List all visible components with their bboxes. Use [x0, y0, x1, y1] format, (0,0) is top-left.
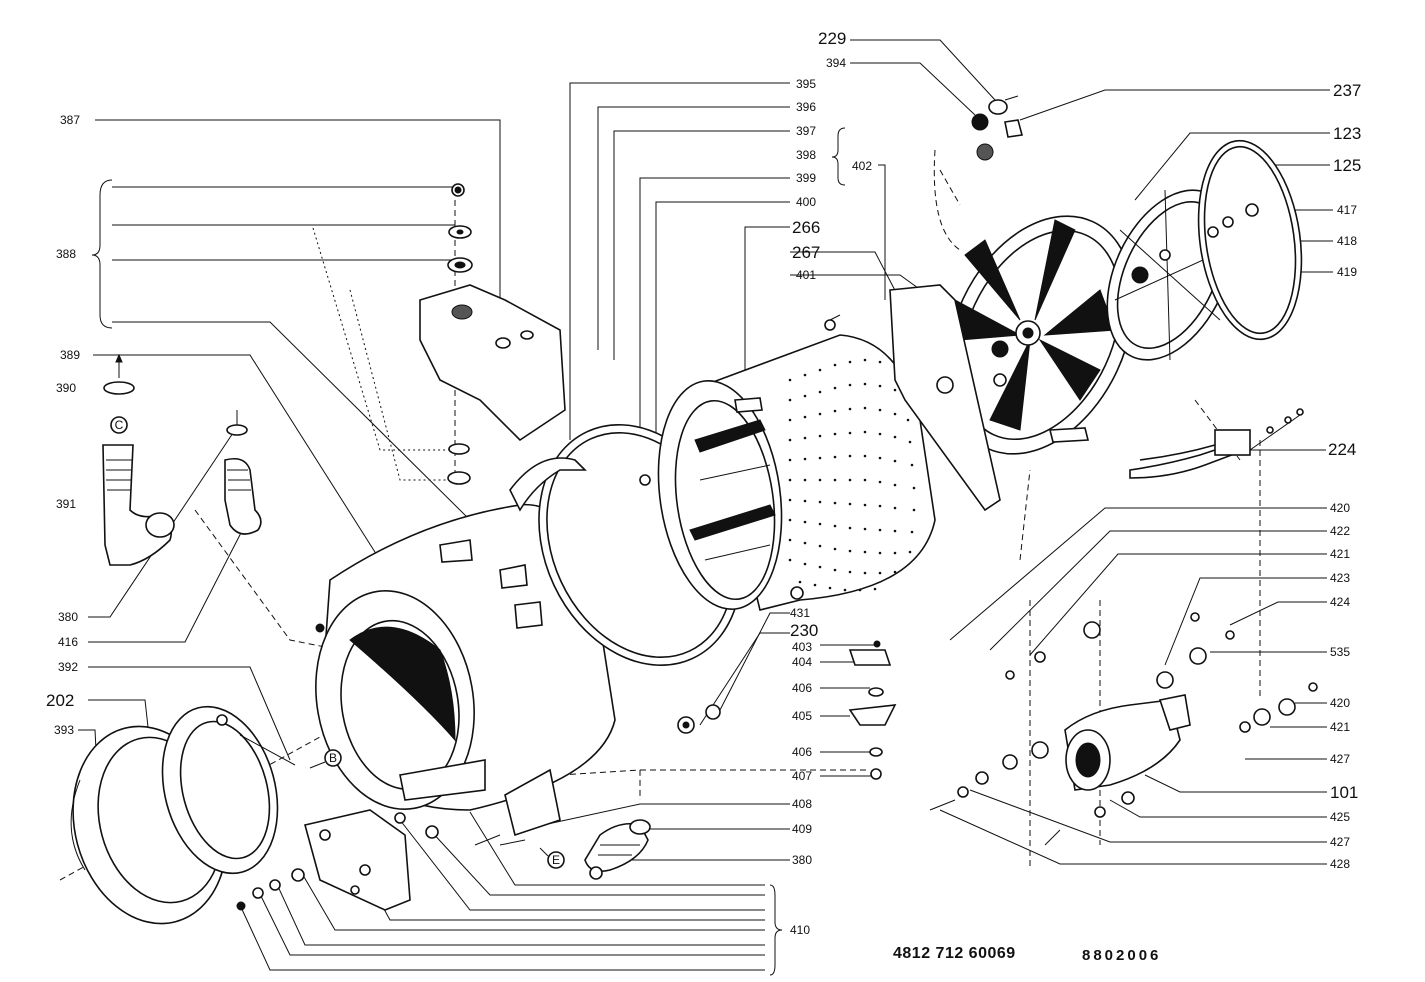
- part-label: 101: [1330, 783, 1358, 802]
- hose-assembly: [102, 353, 262, 566]
- part-label: 407: [792, 769, 812, 783]
- part-label: 427: [1330, 752, 1350, 766]
- part-label: 230: [790, 621, 818, 640]
- part-label: 406: [792, 681, 812, 695]
- part-label: 202: [46, 691, 74, 710]
- part-label: 224: [1328, 440, 1356, 459]
- part-label: 417: [1337, 203, 1357, 217]
- part-label: 424: [1330, 595, 1350, 609]
- part-label: 398: [796, 148, 816, 162]
- part-label: 406: [792, 745, 812, 759]
- sump-part: [504, 768, 561, 837]
- washer-part: [447, 471, 471, 485]
- part-label: 427: [1330, 835, 1350, 849]
- motor-assembly: [929, 612, 1318, 846]
- part-label: 392: [58, 660, 78, 674]
- part-label: 421: [1330, 720, 1350, 734]
- part-label: 387: [60, 113, 80, 127]
- part-label: 396: [796, 100, 816, 114]
- part-label: 408: [792, 797, 812, 811]
- part-label: 391: [56, 497, 76, 511]
- heater-assembly: [1129, 408, 1304, 479]
- part-label: 403: [792, 640, 812, 654]
- sump-hose-part: [224, 457, 262, 535]
- part-label: 400: [796, 195, 816, 209]
- part-label: 422: [1330, 524, 1350, 538]
- part-label: 267: [792, 243, 820, 262]
- marker-e: [547, 851, 565, 869]
- part-label: 380: [792, 853, 812, 867]
- part-label: 420: [1330, 696, 1350, 710]
- hose-clamp-part: [103, 381, 135, 395]
- part-label: 380: [58, 610, 78, 624]
- part-label: 418: [1337, 234, 1357, 248]
- part-label: 419: [1337, 265, 1357, 279]
- part-label: 123: [1333, 124, 1361, 143]
- part-label: 409: [792, 822, 812, 836]
- cross-piece-part: [889, 284, 1001, 512]
- part-label: 535: [1330, 645, 1350, 659]
- part-label: 423: [1330, 571, 1350, 585]
- document-date-code: 8802006: [1082, 947, 1162, 964]
- part-label: 266: [792, 218, 820, 237]
- part-label: 397: [796, 124, 816, 138]
- part-label: 421: [1330, 547, 1350, 561]
- pump-assembly: [499, 819, 651, 880]
- part-label: 404: [792, 655, 812, 669]
- front-bracket: [236, 809, 501, 911]
- part-labels: 387 388 389 390 391 380 416 392 202 393 …: [46, 29, 1361, 937]
- heater-head-part: [1214, 429, 1251, 456]
- front-bracket-part: [304, 809, 411, 911]
- part-label: 420: [1330, 501, 1350, 515]
- part-label: 401: [796, 268, 816, 282]
- marker-c: [110, 416, 128, 434]
- drain-hose-part: [102, 444, 173, 566]
- washer-part: [448, 443, 470, 455]
- part-label: 125: [1333, 156, 1361, 175]
- part-label: 428: [1330, 857, 1350, 871]
- part-label: 394: [826, 56, 846, 70]
- part-label: 395: [796, 77, 816, 91]
- part-label: 389: [60, 348, 80, 362]
- inner-drum: [657, 334, 936, 611]
- part-label: 416: [58, 635, 78, 649]
- pulley-belt-assembly: [1106, 139, 1303, 361]
- tub-lower-parts: [677, 640, 897, 780]
- part-label: 229: [818, 29, 846, 48]
- svg-text:E: E: [552, 853, 560, 867]
- spring-hook-part: [705, 704, 721, 720]
- part-label: 405: [792, 709, 812, 723]
- svg-text:C: C: [115, 418, 124, 432]
- bearing-part: [988, 99, 1008, 115]
- part-label: 388: [56, 247, 76, 261]
- svg-text:B: B: [329, 751, 337, 765]
- part-label: 410: [790, 923, 810, 937]
- counterweight-part: [419, 284, 566, 442]
- part-label: 390: [56, 381, 76, 395]
- part-label: 399: [796, 171, 816, 185]
- part-label: 237: [1333, 81, 1361, 100]
- part-label: 425: [1330, 810, 1350, 824]
- shock-mount-part: [848, 649, 892, 666]
- part-label: 431: [790, 606, 810, 620]
- bearing-part: [971, 113, 989, 131]
- leader-lines: [78, 39, 1333, 976]
- bearing-part: [976, 143, 994, 161]
- reference-markers: C B E: [110, 416, 565, 869]
- document-number: 4812 712 60069: [893, 945, 1016, 962]
- outer-tub: [315, 503, 616, 837]
- door-seal-assembly: [70, 705, 296, 925]
- rear-tub-assembly: [824, 95, 1135, 512]
- part-label: 402: [852, 159, 872, 173]
- part-label: 393: [54, 723, 74, 737]
- marker-b: [324, 749, 342, 767]
- counterweight-assembly: [419, 183, 566, 485]
